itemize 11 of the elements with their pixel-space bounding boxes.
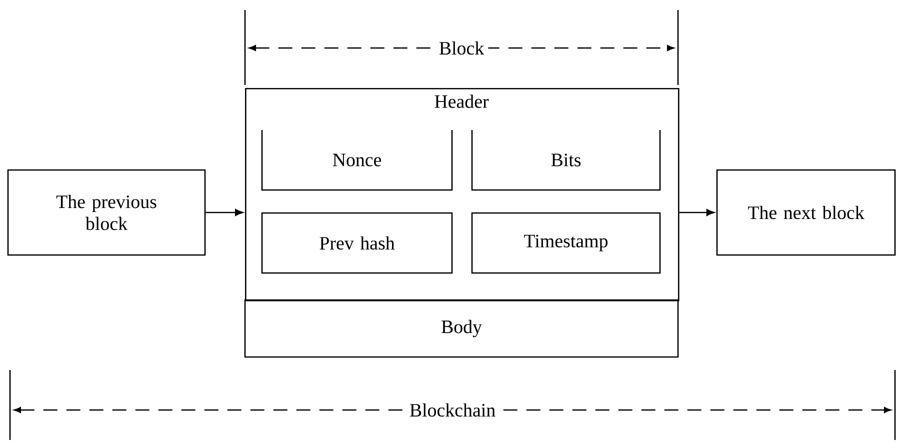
field-box: Bits [471,130,661,191]
dimension-label: Block [434,37,488,59]
block-box: The next block [716,169,896,256]
arrow [679,209,714,216]
field-box: Prev hash [261,212,453,274]
field-box: Timestamp [471,212,661,274]
arrow [206,209,244,216]
dimension-label: Blockchain [405,399,500,421]
block-box: The previous block [7,169,206,256]
field-box: Body [244,299,679,358]
field-box: Nonce [261,130,453,191]
